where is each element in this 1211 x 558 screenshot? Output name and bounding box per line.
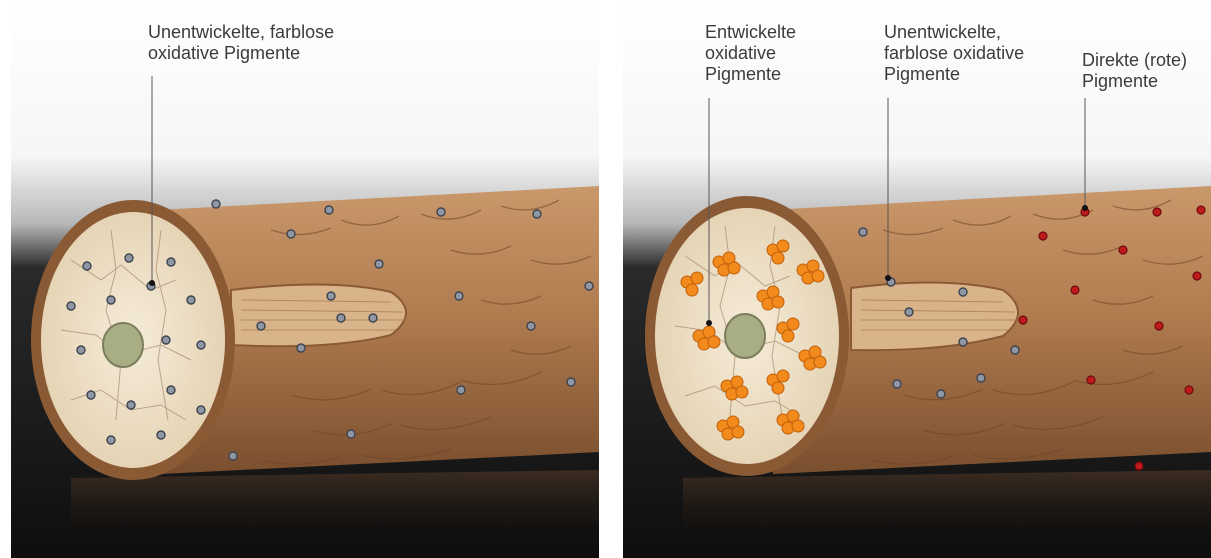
left-panel: Unentwickelte, farblose oxidative Pigmen… (11, 0, 599, 558)
pigment-dot-icon (83, 262, 91, 270)
pigment-dot-icon (893, 380, 901, 388)
pigment-dot-icon (959, 338, 967, 346)
pigment-dot-icon (167, 258, 175, 266)
pigment-dot-icon (369, 314, 377, 322)
pigment-dot-icon (197, 341, 205, 349)
label-developed-pigments: Entwickelte oxidative Pigmente (705, 22, 796, 85)
pigment-dot-icon (527, 322, 535, 330)
pigment-dot-icon (1197, 206, 1205, 214)
pigment-dot-icon (212, 200, 220, 208)
pigment-dot-icon (567, 378, 575, 386)
pigment-dot-icon (1039, 232, 1047, 240)
pigment-dot-icon (1011, 346, 1019, 354)
pigment-dot-icon (325, 206, 333, 214)
floor-reflection (683, 470, 1211, 558)
pigment-dot-icon (187, 296, 195, 304)
pigment-dot-icon (375, 260, 383, 268)
pigment-dot-icon (533, 210, 541, 218)
pigment-dot-icon (125, 254, 133, 262)
pigment-dot-icon (1193, 272, 1201, 280)
pigment-dot-icon (455, 292, 463, 300)
pigment-dot-icon (1071, 286, 1079, 294)
pigment-dot-icon (67, 302, 75, 310)
floor-reflection (71, 470, 599, 558)
pigment-dot-icon (457, 386, 465, 394)
callout-marker-undeveloped (149, 280, 155, 286)
right-panel: Entwickelte oxidative Pigmente Unentwick… (623, 0, 1211, 558)
pigment-dot-icon (297, 344, 305, 352)
pigment-dot-icon (327, 292, 335, 300)
pigment-dot-icon (977, 374, 985, 382)
label-undeveloped-pigments: Unentwickelte, farblose oxidative Pigmen… (884, 22, 1024, 85)
pigment-dot-icon (77, 346, 85, 354)
pigment-dot-icon (859, 228, 867, 236)
pigment-dot-icon (287, 230, 295, 238)
pigment-dot-icon (1185, 386, 1193, 394)
pigment-dot-icon (1119, 246, 1127, 254)
pigment-dot-icon (107, 296, 115, 304)
pigment-dot-icon (197, 406, 205, 414)
callout-marker-direct (1082, 205, 1088, 211)
pigment-dot-icon (257, 322, 265, 330)
pigment-dot-icon (437, 208, 445, 216)
pigment-dot-icon (157, 431, 165, 439)
hair-cross-section-illustration (11, 0, 599, 558)
pigment-dot-icon (905, 308, 913, 316)
pigment-dot-icon (1019, 316, 1027, 324)
pigment-dot-icon (337, 314, 345, 322)
pigment-dot-icon (1153, 208, 1161, 216)
exposed-cortex (231, 284, 406, 346)
pigment-dot-icon (937, 390, 945, 398)
pigment-dot-icon (87, 391, 95, 399)
medulla (725, 314, 765, 358)
pigment-dot-icon (229, 452, 237, 460)
pigment-dot-icon (959, 288, 967, 296)
pigment-dot-icon (1135, 462, 1143, 470)
pigment-dot-icon (127, 401, 135, 409)
pigment-dot-icon (107, 436, 115, 444)
pigment-dot-icon (347, 430, 355, 438)
pigment-dot-icon (1155, 322, 1163, 330)
medulla (103, 323, 143, 367)
label-undeveloped-pigments: Unentwickelte, farblose oxidative Pigmen… (148, 22, 334, 64)
callout-marker-undeveloped (885, 275, 891, 281)
pigment-dot-icon (1087, 376, 1095, 384)
pigment-dot-icon (167, 386, 175, 394)
callout-marker-developed (706, 320, 712, 326)
label-direct-pigments: Direkte (rote) Pigmente (1082, 50, 1187, 92)
pigment-dot-icon (162, 336, 170, 344)
pigment-dot-icon (585, 282, 593, 290)
